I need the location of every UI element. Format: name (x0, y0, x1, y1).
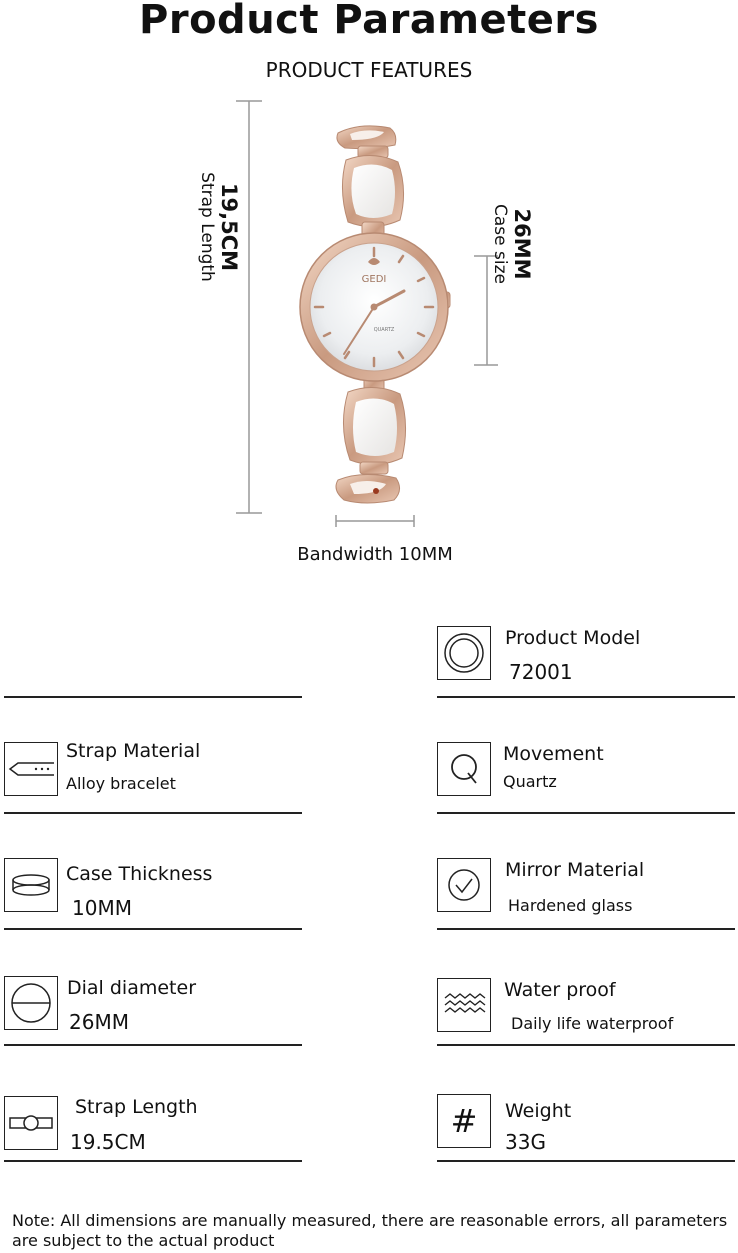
spec-mirror-material: Mirror Material Hardened glass (437, 850, 737, 930)
divider (4, 1160, 302, 1162)
strap-length-icon (4, 1096, 58, 1150)
spec-label: Case Thickness (66, 863, 213, 885)
dial-markers (313, 246, 435, 368)
concentric-circles-icon (437, 626, 491, 680)
spec-label: Weight (505, 1100, 572, 1122)
spec-label: Dial diameter (67, 977, 197, 999)
case-size-dimension (474, 255, 498, 366)
footer-note: Note: All dimensions are manually measur… (12, 1211, 728, 1250)
spec-value: 33G (505, 1130, 546, 1154)
case-size-value: 26MM (510, 208, 534, 280)
bracelet-top (336, 125, 404, 247)
spec-value: 19.5CM (70, 1130, 146, 1154)
strap-length-dimension (236, 100, 262, 514)
spec-label: Strap Length (75, 1096, 198, 1118)
divider (4, 928, 302, 930)
dial-logo-icon (368, 258, 380, 265)
dial-text: QUARTZ (374, 327, 395, 333)
spec-value: Quartz (503, 772, 557, 791)
watch-diagram: GEDI QUARTZ (236, 100, 498, 527)
spec-strap-length: Strap Length 19.5CM (4, 1082, 304, 1162)
spec-blank (4, 618, 304, 698)
spec-case-thickness: Case Thickness 10MM (4, 850, 304, 930)
divider (4, 1044, 302, 1046)
strap-length-callout: 19,5CM Strap Length (196, 127, 241, 327)
divider (4, 812, 302, 814)
waves-icon (437, 978, 491, 1032)
divider (437, 1160, 735, 1162)
strap-icon (4, 742, 58, 796)
case-size-callout: 26MM Case size (489, 169, 534, 319)
spec-label: Water proof (504, 979, 616, 1001)
spec-label: Strap Material (66, 740, 201, 762)
bandwidth-label: Bandwidth 10MM (297, 544, 453, 565)
page-title: Product Parameters (139, 0, 599, 43)
divider (437, 696, 735, 698)
strap-length-value: 19,5CM (217, 182, 241, 272)
spec-product-model: Product Model 72001 (437, 618, 737, 698)
case-size-label: Case size (490, 204, 510, 284)
q-icon (437, 742, 491, 796)
divider (437, 812, 735, 814)
bracelet-bottom (335, 371, 407, 504)
spec-value: 10MM (72, 896, 132, 920)
case-thickness-icon (4, 858, 58, 912)
divider (437, 1044, 735, 1046)
divider (437, 928, 735, 930)
spec-value: Alloy bracelet (66, 774, 176, 793)
spec-dial-diameter: Dial diameter 26MM (4, 966, 304, 1046)
divider (4, 696, 302, 698)
strap-length-label: Strap Length (197, 172, 217, 282)
bandwidth-dimension (335, 515, 415, 527)
page-subtitle: PRODUCT FEATURES (265, 58, 473, 82)
spec-value: Daily life waterproof (511, 1014, 674, 1033)
spec-label: Movement (503, 743, 604, 765)
dial-diameter-icon (4, 976, 58, 1030)
spec-movement: Movement Quartz (437, 734, 737, 814)
spec-label: Mirror Material (505, 859, 645, 881)
hash-icon: # (437, 1094, 491, 1148)
spec-water-proof: Water proof Daily life waterproof (437, 966, 737, 1046)
spec-value: Hardened glass (508, 896, 633, 915)
check-circle-icon (437, 858, 491, 912)
spec-value: 26MM (69, 1010, 129, 1034)
spec-value: 72001 (509, 660, 573, 684)
spec-strap-material: Strap Material Alloy bracelet (4, 734, 304, 814)
dial-brand: GEDI (362, 274, 387, 285)
spec-label: Product Model (505, 627, 641, 649)
spec-weight: # Weight 33G (437, 1082, 737, 1162)
watch-hands (343, 289, 406, 355)
